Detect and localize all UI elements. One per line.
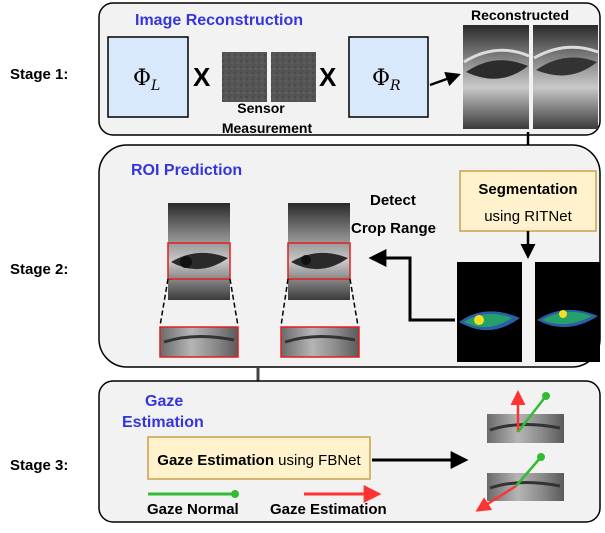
roi-image-2 xyxy=(287,203,351,300)
segmentation-box xyxy=(459,170,597,232)
segmentation-title: Segmentation xyxy=(478,181,577,198)
detect-label-line2: Crop Range xyxy=(351,220,436,237)
stage-3-label: Stage 3: xyxy=(10,457,68,474)
panel3-title-line1: Gaze xyxy=(145,393,183,410)
phi-right-symbol: ΦR xyxy=(372,66,401,94)
sensor-image-2 xyxy=(271,52,316,102)
sensor-label-line2: Measurement xyxy=(222,120,313,136)
panel1-title: Image Reconstruction xyxy=(135,12,303,29)
gaze-output-image-1 xyxy=(487,390,564,443)
sensor-label-line1: Sensor xyxy=(237,100,285,116)
gaze-estimation-box-label: Gaze Estimation using FBNet xyxy=(157,452,361,469)
multiply-symbol-right: X xyxy=(319,62,337,92)
multiply-symbol-left: X xyxy=(193,62,211,92)
sensor-image-1 xyxy=(222,52,267,102)
stage-1-label: Stage 1: xyxy=(10,66,68,83)
roi-crop-2 xyxy=(280,326,360,358)
reconstructed-label: Reconstructed xyxy=(471,7,569,23)
legend-normal-dot xyxy=(231,490,239,498)
segmentation-mask-1 xyxy=(457,262,522,362)
segmentation-subtitle: using RITNet xyxy=(484,208,572,225)
reconstructed-image-2 xyxy=(533,25,599,129)
arrow-crop-feedback xyxy=(368,249,455,322)
arrow-to-reconstructed xyxy=(429,71,461,87)
gaze-estimation-box xyxy=(147,436,371,480)
panel2-title: ROI Prediction xyxy=(131,162,242,179)
panel3-title-line2: Estimation xyxy=(122,414,204,431)
stage-2-label: Stage 2: xyxy=(10,261,68,278)
roi-crop-1 xyxy=(159,326,239,358)
phi-right-box xyxy=(348,36,429,118)
roi-image-1 xyxy=(167,203,231,300)
segmentation-mask-2 xyxy=(535,262,600,362)
phi-left-symbol: ΦL xyxy=(133,66,160,94)
detect-label-line1: Detect xyxy=(370,192,416,209)
legend-estimation-label: Gaze Estimation xyxy=(270,501,387,518)
reconstructed-image-1 xyxy=(463,25,530,129)
phi-left-box xyxy=(107,36,189,118)
legend-normal-label: Gaze Normal xyxy=(147,501,239,518)
gaze-output-image-2 xyxy=(475,453,564,512)
